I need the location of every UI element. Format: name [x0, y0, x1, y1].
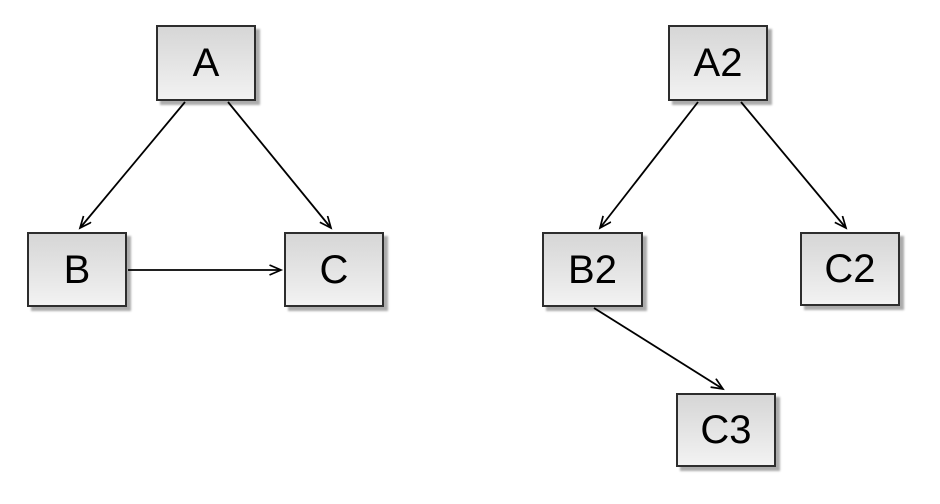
edge-a-b[interactable] [80, 101, 186, 228]
node-a2[interactable]: A2 [668, 25, 768, 101]
node-c[interactable]: C [284, 232, 384, 307]
node-c2[interactable]: C2 [800, 232, 900, 306]
node-c3[interactable]: C3 [676, 393, 776, 467]
node-c-label: C [319, 247, 349, 292]
edge-b2-c3[interactable] [593, 307, 723, 389]
node-b[interactable]: B [27, 232, 127, 307]
edge-a2-b2[interactable] [600, 101, 699, 228]
edge-a-c[interactable] [227, 101, 331, 228]
node-c3-label: C3 [700, 408, 752, 452]
node-b-label: B [63, 247, 91, 292]
edge-a2-c2[interactable] [740, 101, 846, 228]
node-b2[interactable]: B2 [542, 232, 643, 307]
node-a[interactable]: A [156, 25, 256, 101]
node-b2-label: B2 [568, 247, 617, 292]
node-a2-label: A2 [693, 41, 743, 85]
node-c2-label: C2 [824, 247, 876, 291]
node-a-label: A [192, 41, 220, 85]
